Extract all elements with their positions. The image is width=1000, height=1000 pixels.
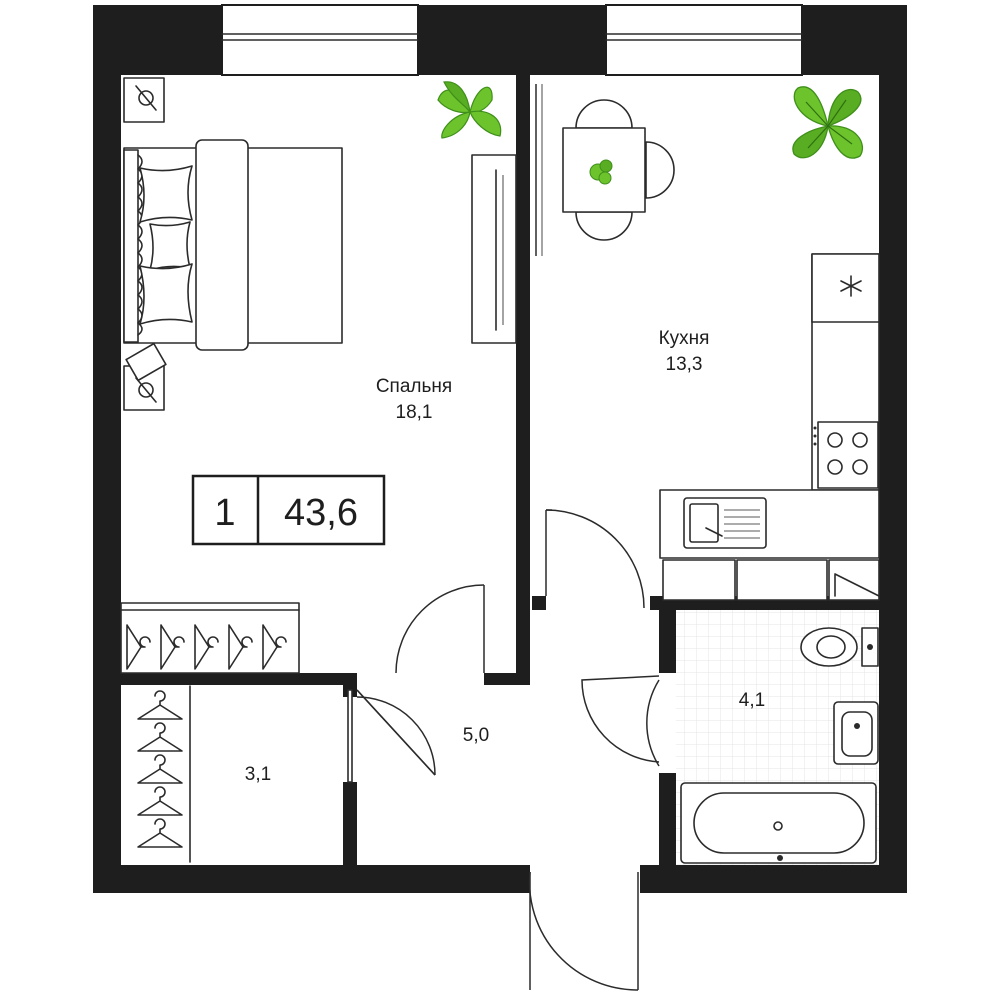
lamp-icon [123,77,167,411]
room-label-bathroom: 4,1 [739,690,765,711]
room-label-kitchen: Кухня 13,3 [659,328,710,375]
bathtub-icon [680,782,877,864]
stove-icon [813,421,879,489]
room-area: 13,3 [666,354,703,375]
pillow-icon [139,165,193,325]
clothes-rack [120,602,300,674]
dining-table-icon [562,99,675,241]
room-label-wardrobe: 3,1 [245,764,271,785]
room-area: 4,1 [739,690,765,711]
plant-icon [792,86,864,159]
room-area: 3,1 [245,764,271,785]
room-label-hallway: 5,0 [463,725,489,746]
plant-icon [589,159,613,185]
total-area: 43,6 [284,492,358,534]
snowflake-icon [840,275,862,297]
apartment-summary-badge: 1 43,6 [191,474,386,546]
hanger-icon [137,685,191,863]
window-icon [221,4,803,76]
door-icon [347,84,660,991]
toilet-icon [800,627,879,667]
plant-icon [437,81,502,139]
room-name: Спальня [376,376,452,397]
sink-icon [833,701,879,765]
sink-icon [683,497,767,549]
room-area: 18,1 [396,402,433,423]
rooms-count: 1 [214,492,235,534]
room-area: 5,0 [463,725,489,746]
room-label-bedroom: Спальня 18,1 [376,376,452,423]
wardrobe-cabinet [471,154,517,344]
kitchen-counter [659,253,880,601]
walls [93,5,907,893]
room-name: Кухня [659,328,710,349]
